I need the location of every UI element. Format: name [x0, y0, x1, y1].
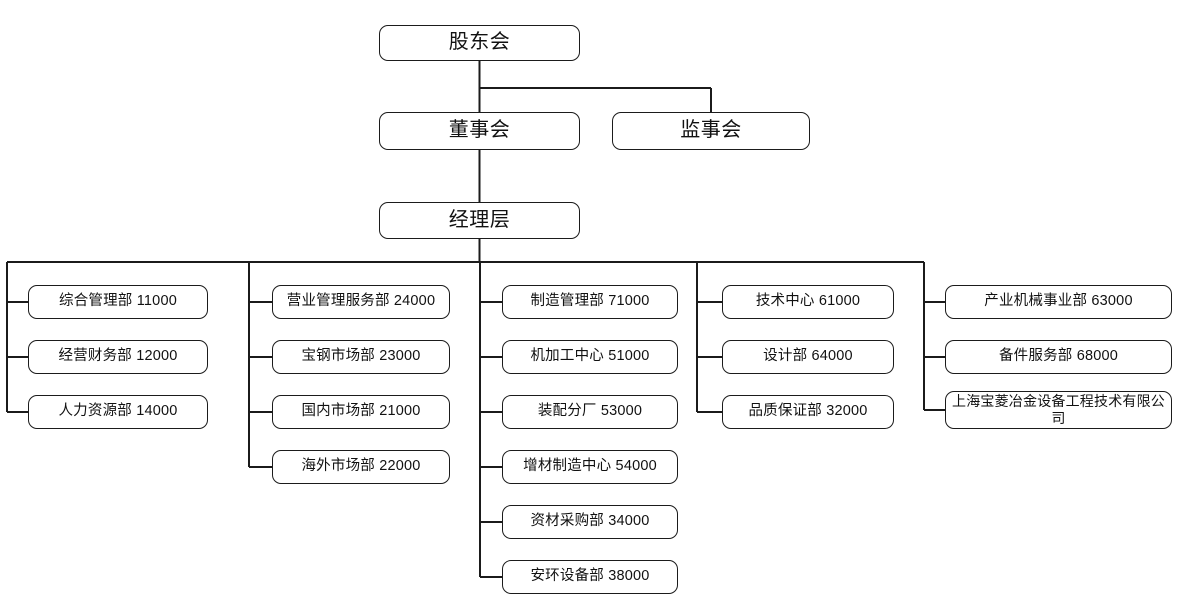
node-board-of-supervisors[interactable]: 监事会 [612, 112, 810, 150]
node-dept-3-4[interactable]: 增材制造中心 54000 [502, 450, 678, 484]
node-management[interactable]: 经理层 [379, 202, 580, 239]
node-dept-3-3[interactable]: 装配分厂 53000 [502, 395, 678, 429]
node-dept-3-6[interactable]: 安环设备部 38000 [502, 560, 678, 594]
node-dept-2-4[interactable]: 海外市场部 22000 [272, 450, 450, 484]
node-dept-2-3[interactable]: 国内市场部 21000 [272, 395, 450, 429]
node-dept-1-3[interactable]: 人力资源部 14000 [28, 395, 208, 429]
node-dept-3-2[interactable]: 机加工中心 51000 [502, 340, 678, 374]
node-dept-4-1[interactable]: 技术中心 61000 [722, 285, 894, 319]
node-board-of-directors[interactable]: 董事会 [379, 112, 580, 150]
node-dept-4-2[interactable]: 设计部 64000 [722, 340, 894, 374]
node-dept-2-1[interactable]: 营业管理服务部 24000 [272, 285, 450, 319]
node-dept-3-1[interactable]: 制造管理部 71000 [502, 285, 678, 319]
node-dept-5-2[interactable]: 备件服务部 68000 [945, 340, 1172, 374]
node-shareholders[interactable]: 股东会 [379, 25, 580, 61]
node-dept-2-2[interactable]: 宝钢市场部 23000 [272, 340, 450, 374]
node-dept-1-1[interactable]: 综合管理部 11000 [28, 285, 208, 319]
node-dept-1-2[interactable]: 经营财务部 12000 [28, 340, 208, 374]
node-dept-5-1[interactable]: 产业机械事业部 63000 [945, 285, 1172, 319]
node-dept-4-3[interactable]: 品质保证部 32000 [722, 395, 894, 429]
node-dept-5-3[interactable]: 上海宝菱冶金设备工程技术有限公司 [945, 391, 1172, 429]
node-dept-3-5[interactable]: 资材采购部 34000 [502, 505, 678, 539]
